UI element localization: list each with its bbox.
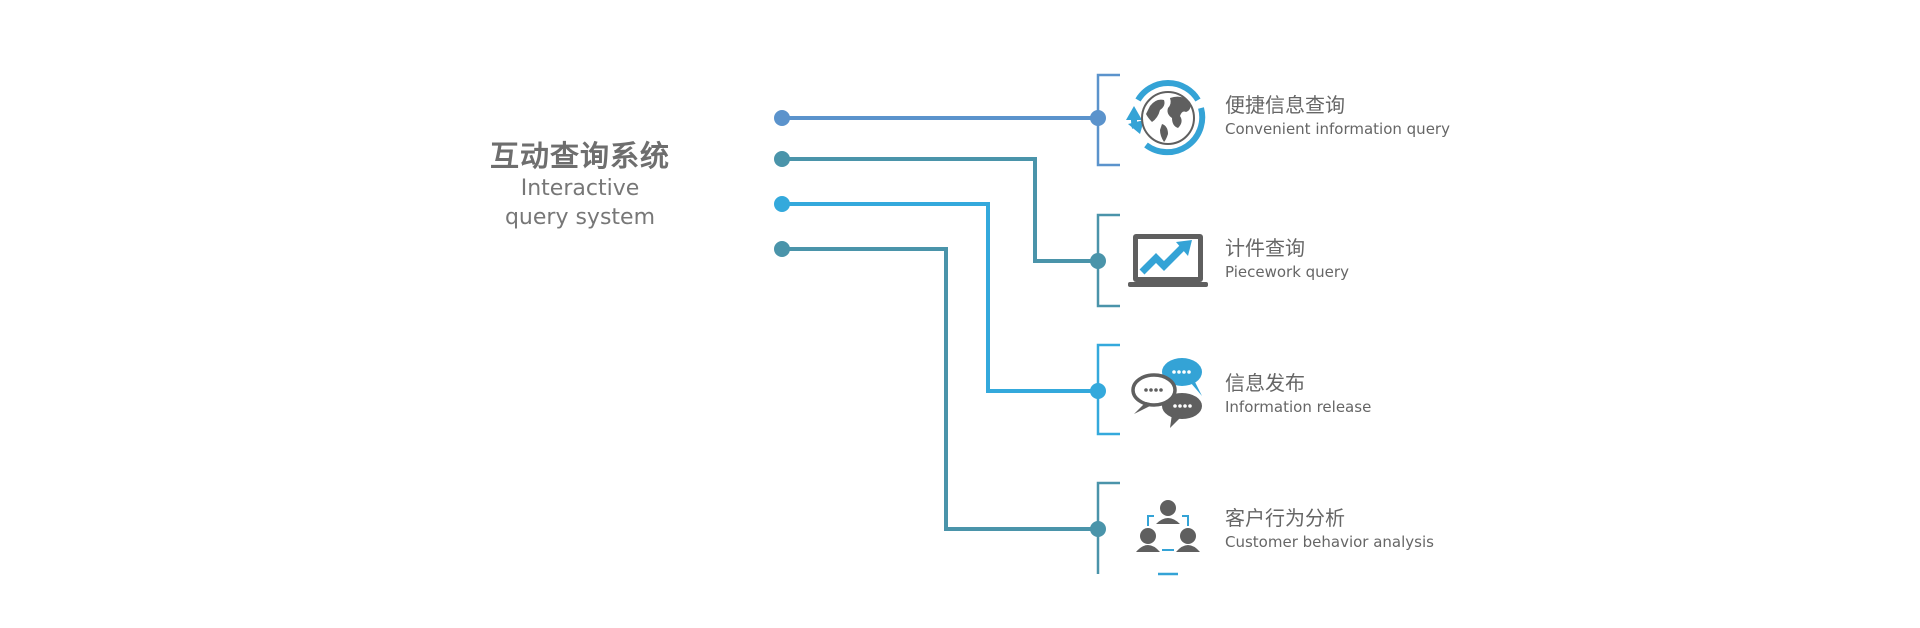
item-1-zh: 便捷信息查询 (1225, 93, 1345, 117)
item-3-zh: 信息发布 (1225, 371, 1305, 395)
connector-3 (782, 202, 1120, 436)
connector-4-end-dot (1090, 521, 1106, 537)
connector-2-end-dot (1090, 253, 1106, 269)
connector-3-end-dot (1090, 383, 1106, 399)
connector-1 (782, 73, 1120, 167)
title-en-line2: query system (504, 205, 656, 230)
item-4-en: Customer behavior analysis (1225, 533, 1434, 551)
title-en-line1: Interactive (520, 176, 640, 201)
item-2-zh: 计件查询 (1225, 236, 1305, 260)
connector-2-start-dot (774, 151, 790, 167)
item-4-zh: 客户行为分析 (1225, 506, 1345, 530)
laptop-chart-icon (1128, 234, 1208, 287)
globe-refresh-icon (1126, 80, 1206, 156)
item-3-en: Information release (1225, 398, 1372, 416)
connector-1-start-dot (774, 110, 790, 126)
item-customer-behavior: 客户行为分析 Customer behavior analysis (1225, 505, 1434, 553)
users-network-icon (1136, 500, 1200, 576)
chat-bubbles-icon (1131, 358, 1202, 428)
connector-3-start-dot (774, 196, 790, 212)
item-2-en: Piecework query (1225, 263, 1349, 281)
system-title: 互动查询系统 Interactive query system (470, 138, 690, 232)
connector-4-start-dot (774, 241, 790, 257)
item-information-release: 信息发布 Information release (1225, 370, 1371, 418)
item-piecework-query: 计件查询 Piecework query (1225, 235, 1349, 283)
title-zh: 互动查询系统 (489, 139, 670, 173)
connector-2 (782, 157, 1120, 308)
item-convenient-query: 便捷信息查询 Convenient information query (1225, 92, 1450, 140)
connector-1-end-dot (1090, 110, 1106, 126)
item-1-en: Convenient information query (1225, 120, 1450, 138)
connector-4 (782, 247, 1120, 574)
